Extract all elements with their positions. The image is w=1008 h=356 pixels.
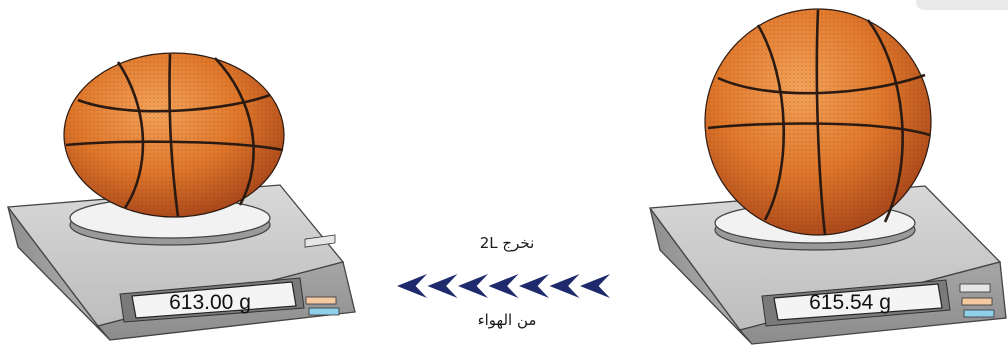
caption-top: نخرج 2L [437, 234, 577, 252]
right-scale-reading: 615.54 g [790, 291, 910, 315]
left-basketball [64, 53, 284, 217]
arrow-chevron [458, 274, 488, 298]
left-button-3 [309, 308, 339, 315]
arrow-chevron [428, 274, 458, 298]
air-flow-arrows [397, 274, 610, 298]
arrow-chevron [489, 274, 519, 298]
right-button-2 [962, 298, 992, 305]
caption-bottom: من الهواء [437, 311, 577, 329]
arrow-chevron [550, 274, 580, 298]
arrow-chevron [397, 274, 427, 298]
arrow-chevron [580, 274, 610, 298]
arrow-chevron [519, 274, 549, 298]
left-button-2 [306, 297, 336, 304]
right-basketball [705, 9, 931, 235]
right-button-3 [964, 310, 994, 317]
left-scale-reading: 613.00 g [150, 291, 270, 315]
right-button-1 [960, 284, 990, 292]
